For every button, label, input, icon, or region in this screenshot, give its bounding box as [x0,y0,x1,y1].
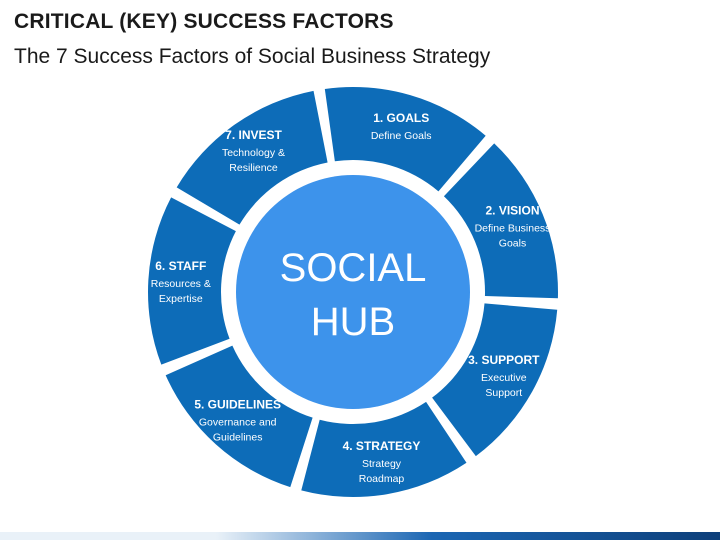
segment-4 [301,401,467,498]
segment-1-label: 1. GOALS [373,111,429,125]
hub-text-line-1: SOCIAL [280,246,427,290]
segment-7-description: Technology & [222,147,285,159]
segment-2-description: Define Business [475,222,551,234]
segment-5 [165,345,313,488]
segment-5-description: Guidelines [213,431,263,443]
page-title: CRITICAL (KEY) SUCCESS FACTORS [14,10,394,33]
social-hub-circle [236,175,470,409]
segment-3-label: 3. SUPPORT [468,353,540,367]
segment-1-description: Define Goals [371,130,432,142]
segment-6 [148,197,236,365]
bottom-accent-bar [0,532,720,540]
hub-text-line-2: HUB [311,300,395,344]
segment-5-label: 5. GUIDELINES [194,397,281,411]
segment-6-label: 6. STAFF [155,259,206,273]
segment-2 [443,143,558,299]
segment-6-description: Resources & [151,278,211,290]
segment-2-description: Goals [499,237,526,249]
segment-3 [432,303,558,457]
page-subtitle: The 7 Success Factors of Social Business… [14,45,491,68]
segment-3-description: Support [485,387,522,399]
segment-6-description: Expertise [159,293,203,305]
segment-2-label: 2. VISION [485,203,539,217]
segment-7 [176,90,328,225]
segment-7-description: Resilience [229,162,278,174]
segment-5-description: Governance and [199,416,277,428]
segment-3-description: Executive [481,372,527,384]
segment-1 [324,87,486,192]
segment-4-description: Roadmap [359,473,405,485]
segment-4-label: 4. STRATEGY [343,439,421,453]
segment-4-description: Strategy [362,458,402,470]
segment-7-label: 7. INVEST [225,128,282,142]
